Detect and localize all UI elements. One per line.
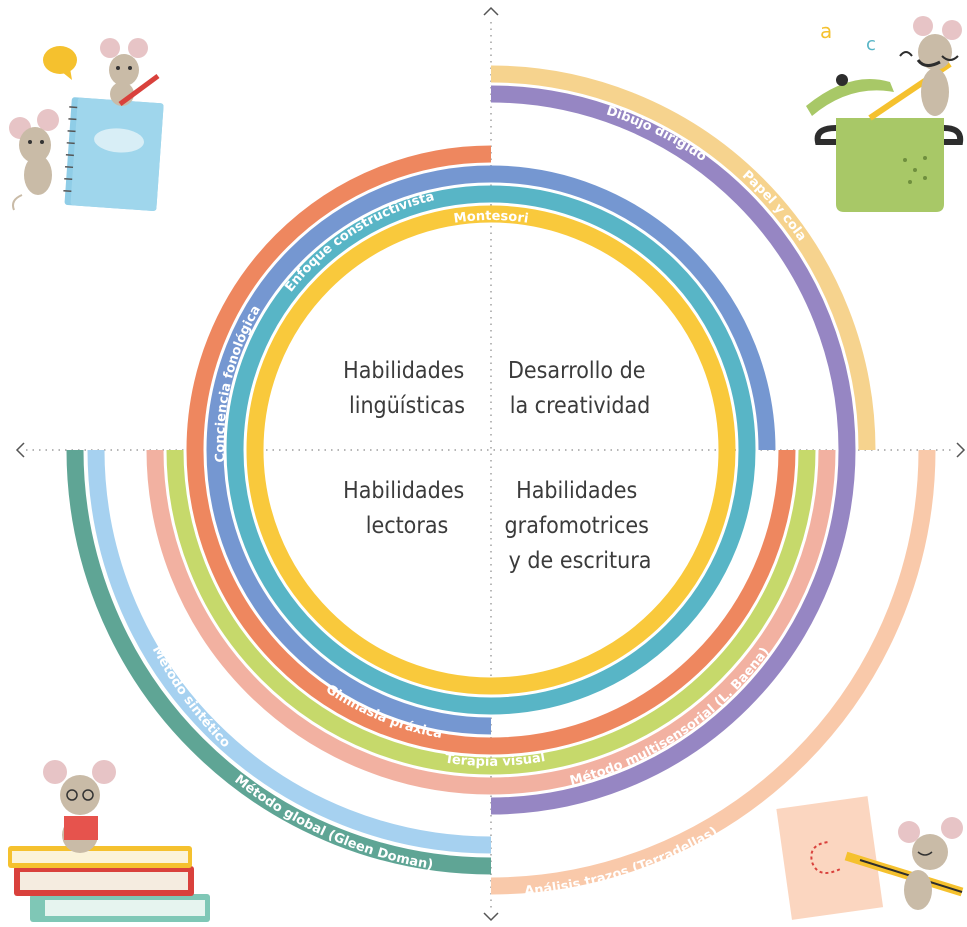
ring-metodo-global xyxy=(66,449,492,875)
quadrant-top-right: Desarrollo de la creatividad xyxy=(508,358,652,419)
ring-constructivista-teal xyxy=(226,185,756,715)
chevron-down-icon xyxy=(483,912,499,922)
quadrant-bottom-left: Habilidades lectoras xyxy=(343,478,471,539)
pot-body xyxy=(836,118,944,212)
pot-lid xyxy=(806,79,894,116)
book-top-pages xyxy=(12,851,188,863)
ring-dibujo-dirigido xyxy=(490,85,856,815)
mice-with-notebook-illustration xyxy=(9,38,164,212)
ring-metodo-sintetico xyxy=(87,449,492,854)
quadrant-bottom-right: Habilidades grafomotrices y de escritura xyxy=(505,478,656,574)
paper-icon xyxy=(776,796,884,920)
mouse-top-icon xyxy=(100,38,160,107)
mouse-left-icon xyxy=(9,109,59,211)
speech-bubble-tail xyxy=(62,68,72,80)
pot-spots xyxy=(903,156,927,184)
mouse-writer-icon xyxy=(898,817,963,910)
label-montessori: Montesori xyxy=(453,209,530,227)
ring-metodo-multisensorial xyxy=(146,449,836,795)
speech-bubble-icon xyxy=(43,46,77,74)
chevron-left-icon xyxy=(15,442,25,458)
method-rings xyxy=(66,65,936,895)
ring-terapia-visual xyxy=(166,449,816,775)
ring-enfoque-constructivista xyxy=(206,165,776,735)
pot-lid-knob xyxy=(836,74,848,86)
pot-handle-right xyxy=(943,125,964,145)
notebook-icon xyxy=(63,97,164,212)
ring-analisis-trazos xyxy=(490,449,936,895)
quadrant-labels: Habilidades lingüísticas Desarrollo de l… xyxy=(343,358,656,574)
chevron-up-icon xyxy=(483,6,499,16)
mouse-chef-icon xyxy=(899,16,962,116)
pot-handle-left xyxy=(814,125,837,145)
chevron-right-icon xyxy=(956,442,966,458)
label-terapia-visual: Terapia visual xyxy=(444,750,546,770)
mouse-with-pot-illustration: a c xyxy=(806,16,964,212)
mouse-reading-books-illustration xyxy=(8,760,210,922)
book-bottom-pages xyxy=(45,900,205,916)
ring-conciencia-fonologica xyxy=(186,145,796,755)
inner-circle xyxy=(264,223,718,677)
quadrant-top-left: Habilidades lingüísticas xyxy=(343,358,471,419)
ring-papel-y-cola xyxy=(490,65,876,451)
ring-montessori xyxy=(246,205,736,695)
mouse-reader-icon xyxy=(43,760,116,853)
letter-c-icon: c xyxy=(866,34,876,55)
letter-a-icon: a xyxy=(820,19,832,43)
mouse-writing-paper-illustration xyxy=(776,796,964,920)
book-middle-pages xyxy=(20,872,188,890)
